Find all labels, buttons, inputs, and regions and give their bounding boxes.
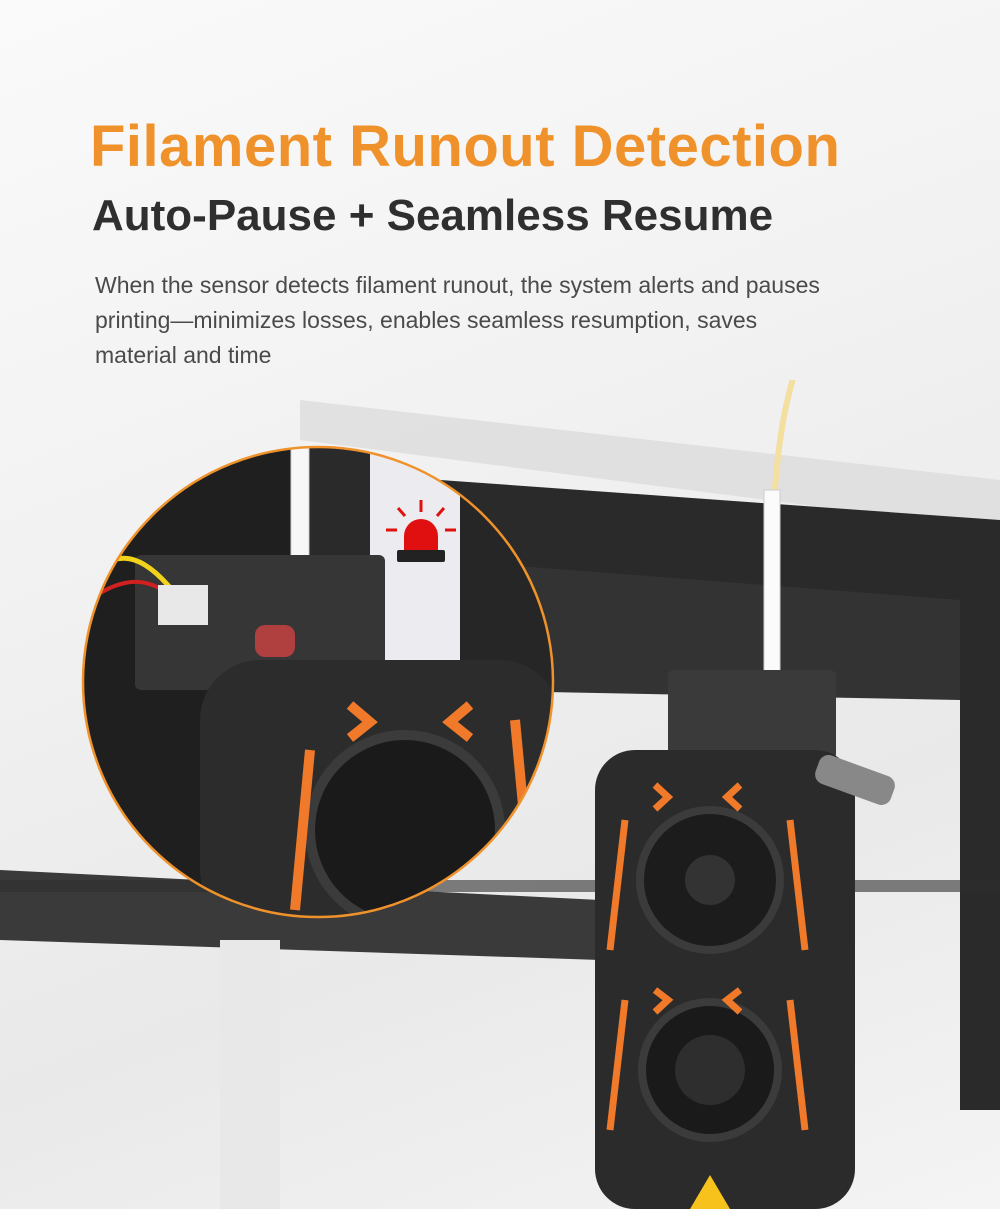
sensor-zoom-inset: [83, 447, 553, 917]
ptfe-tube: [763, 489, 781, 681]
filament-strand: [771, 380, 796, 501]
feature-description: When the sensor detects filament runout,…: [95, 272, 820, 368]
extruder-spring: [815, 755, 895, 805]
printer-illustration: [0, 380, 1000, 1209]
orange-accent-marks: [606, 782, 809, 1131]
hot-warning-icon: [690, 1175, 730, 1209]
page-subtitle: Auto-Pause + Seamless Resume: [92, 191, 774, 240]
runout-sensor: [668, 670, 836, 760]
gantry-frame: [0, 400, 1000, 1209]
page-title: Filament Runout Detection: [90, 114, 841, 179]
zoom-circle-outline: [81, 445, 555, 919]
toolhead: [595, 750, 855, 1209]
alarm-light-icon: [386, 500, 456, 562]
